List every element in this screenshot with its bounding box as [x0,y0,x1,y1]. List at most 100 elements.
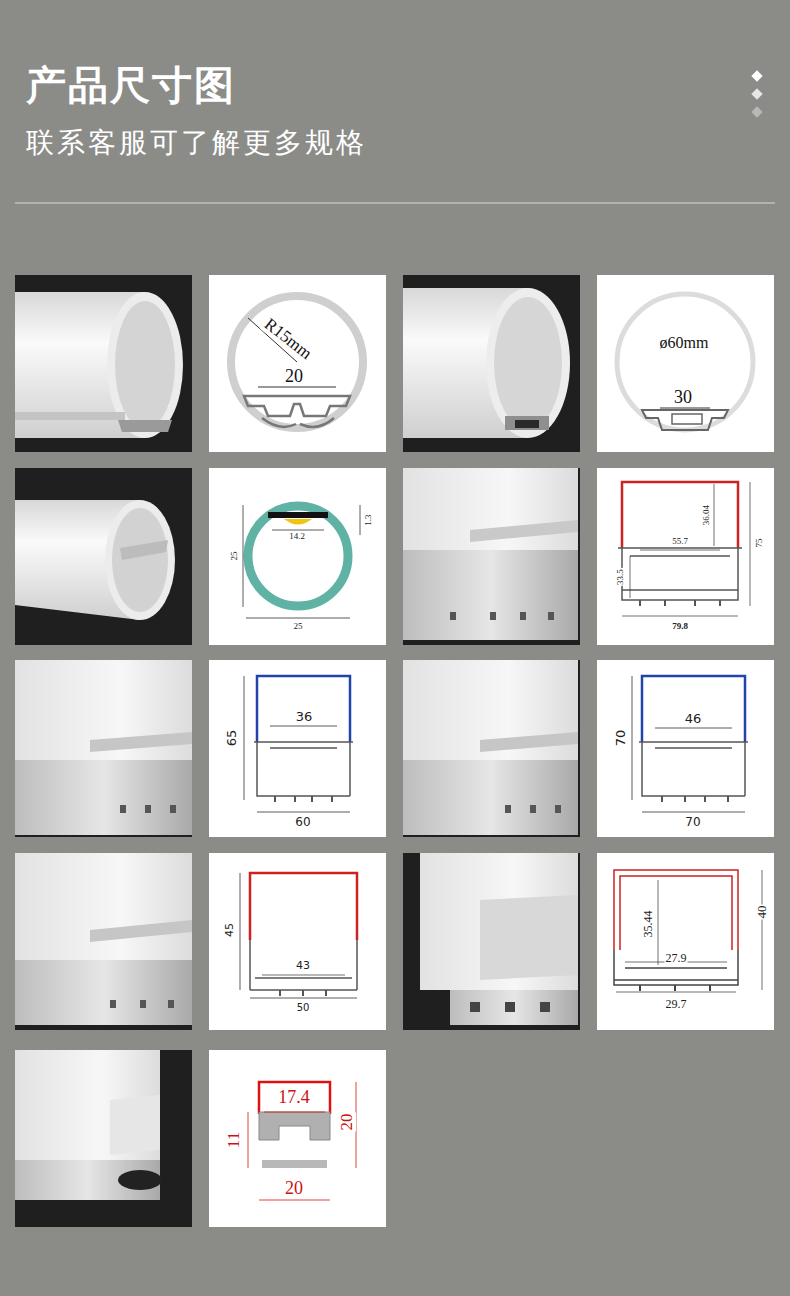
dimension-drawing [640,550,720,551]
dimension-drawing [264,1112,325,1113]
dimension-label: 25 [230,551,239,562]
dimension-drawing [248,1112,249,1168]
dimension-drawing [240,873,241,990]
product-photo [515,420,539,428]
dimension-drawing [209,660,386,837]
product-photo [15,468,192,645]
dimension-drawing [209,660,386,837]
header-decor [15,203,775,204]
dimension-drawing [243,505,244,607]
dimension-drawing [597,853,774,1030]
dimension-drawing [622,482,738,548]
dimension-label: 40 [755,905,769,920]
dimension-label: 43 [295,960,311,972]
product-photo [15,275,192,452]
product-photo [403,468,578,550]
dimension-label: 29.7 [665,998,688,1011]
dimension-drawing [360,505,361,535]
dimension-drawing [280,990,326,996]
product-photo [450,990,578,1025]
dimension-label: 55.7 [671,537,689,546]
product-photo [118,1170,162,1190]
product-photo [15,660,192,760]
dimension-drawing [622,616,738,617]
dimension-drawing [597,275,774,452]
product-photo [403,468,580,645]
dimension-label: 25 [293,622,304,631]
dimension-drawing [250,998,357,999]
dimension-drawing [714,484,715,546]
dimension-drawing [640,985,710,991]
dimension-label: 50 [296,1003,311,1014]
dimension-label: 70 [614,729,628,748]
dimension-drawing [244,676,245,800]
subtitle: 联系客服可了解更多规格 [26,128,367,157]
product-photo [120,540,168,560]
product-photo [115,301,175,429]
dimension-drawing [262,418,334,427]
dimension-drawing [618,548,742,600]
dimension-drawing [660,408,710,409]
product-photo [480,732,578,752]
page-title: 产品尺寸图 [26,64,236,106]
dimension-label: 46 [684,712,703,726]
dimension-drawing [244,396,350,416]
product-photo [470,1002,550,1012]
dimension-drawing [597,660,774,837]
product-photo [403,468,580,645]
dimension-drawing [209,1050,386,1227]
dimension-drawing [597,468,774,645]
dimension-drawing [259,1200,330,1201]
dimension-drawing [597,275,774,452]
product-photo [403,853,580,1030]
dimension-drawing [209,275,386,452]
product-photo [110,1095,160,1155]
dimension-drawing [642,676,745,742]
dimension-drawing [614,950,738,985]
product-photo [118,420,172,432]
dimension-drawing [231,296,363,428]
dimension-drawing [254,742,353,796]
dimension-drawing [259,1082,330,1114]
dimension-drawing [248,506,348,606]
product-photo [15,468,192,645]
product-photo [403,550,578,640]
dimension-label: 35.44 [642,910,655,939]
dimension-drawing [275,796,332,802]
product-photo [450,612,554,620]
dimension-drawing [640,600,720,606]
product-photo [15,760,192,835]
dimension-drawing [250,873,357,940]
product-photo [90,920,192,942]
dimension-drawing [209,468,386,645]
header-decor [751,106,762,117]
dimension-label: 17.4 [277,1088,311,1107]
dimension-drawing [250,940,357,990]
product-photo [15,412,125,420]
product-photo [403,853,580,1030]
product-photo [403,275,580,452]
dimension-label: 1.3 [364,513,373,526]
dimension-label: 20 [284,367,304,386]
dimension-drawing [257,676,350,742]
product-photo [505,416,549,430]
product-photo [120,805,176,813]
dimension-label: 36.04 [702,504,711,526]
product-photo [15,1050,160,1160]
dimension-drawing [597,468,774,645]
product-photo [15,853,192,1030]
product-photo [15,660,192,837]
product-photo [15,275,192,452]
dimension-label: 65 [225,729,239,748]
product-photo [90,732,192,752]
dimension-drawing [209,1050,386,1227]
product-photo [470,520,578,542]
dimension-drawing [658,880,659,965]
product-photo [403,660,578,760]
dimension-drawing [672,414,702,424]
product-photo [15,1050,192,1227]
dimension-drawing [616,992,736,993]
dimension-drawing [632,676,633,800]
